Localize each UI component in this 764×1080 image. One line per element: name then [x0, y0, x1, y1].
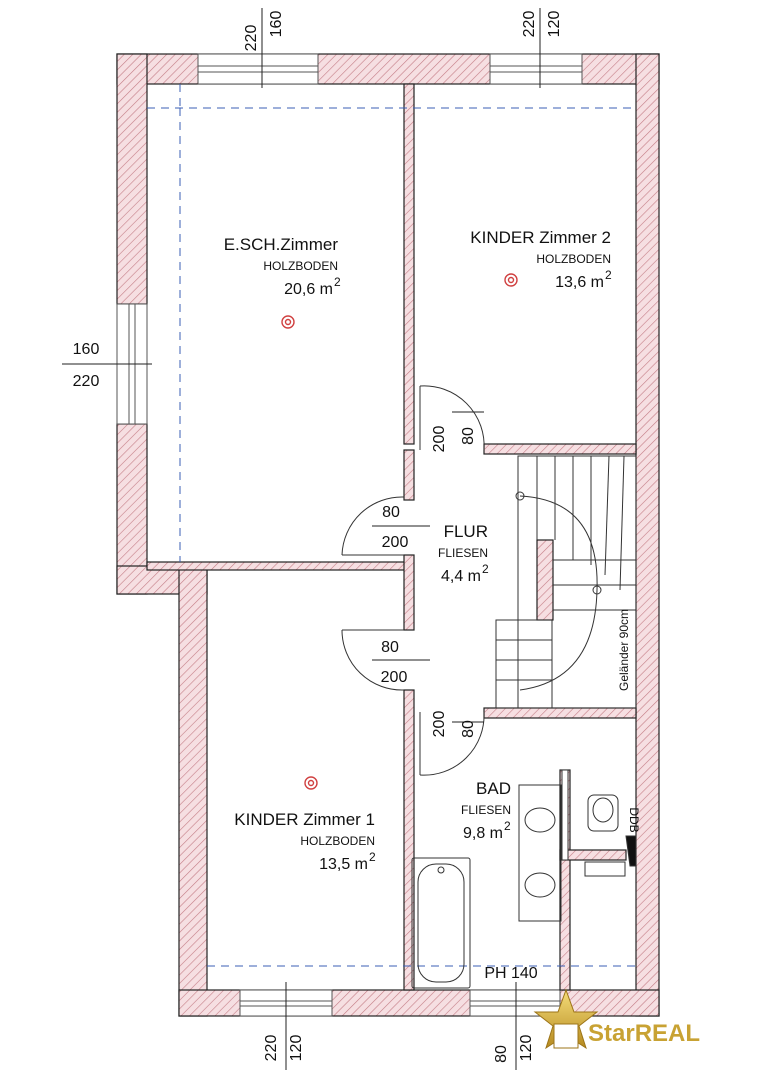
light-kinder2-icon: [504, 273, 518, 287]
room-floor-flur: FLIESEN: [438, 546, 488, 560]
ceiling-lights: [281, 273, 518, 790]
room-area-sup-kinder1: 2: [369, 850, 376, 864]
dim-door-esch-a: 80: [382, 504, 400, 521]
room-area-flur: 4,4 m: [441, 568, 481, 585]
dim-door-bad-a: 200: [431, 711, 448, 738]
dim-door-kinder2-b: 80: [460, 427, 477, 445]
logo-text: StarREAL: [588, 1020, 700, 1047]
dim-top-left-a: 220: [243, 25, 260, 52]
room-area-kinder2: 13,6 m: [555, 274, 604, 291]
room-floor-kinder2: HOLZBODEN: [536, 252, 611, 266]
ddb-label: DDB: [627, 807, 641, 832]
stair-railing-label: Geländer 90cm: [617, 609, 631, 691]
ph-label: PH 140: [484, 965, 537, 982]
dim-door-bad-b: 80: [460, 720, 477, 738]
room-area-sup-bad: 2: [504, 819, 511, 833]
dim-door-kinder1-b: 200: [381, 669, 408, 686]
room-area-esch: 20,6 m: [284, 281, 333, 298]
room-area-sup-kinder2: 2: [605, 268, 612, 282]
starreal-logo: StarREAL: [533, 988, 700, 1050]
dim-door-kinder2-a: 200: [431, 426, 448, 453]
room-name-esch: E.SCH.Zimmer: [224, 235, 339, 254]
room-name-kinder2: KINDER Zimmer 2: [470, 228, 611, 247]
light-esch-icon: [281, 315, 295, 329]
doors: [341, 385, 485, 776]
room-area-kinder1: 13,5 m: [319, 856, 368, 873]
dim-bottom-right-b: 120: [518, 1035, 535, 1062]
room-floor-esch: HOLZBODEN: [263, 259, 338, 273]
room-name-flur: FLUR: [444, 522, 488, 541]
room-name-kinder1: KINDER Zimmer 1: [234, 810, 375, 829]
room-area-bad: 9,8 m: [463, 825, 503, 842]
dim-bottom-left-b: 120: [288, 1035, 305, 1062]
room-area-sup-flur: 2: [482, 562, 489, 576]
room-name-bad: BAD: [476, 779, 511, 798]
dim-door-esch-b: 200: [382, 534, 409, 551]
light-kinder1-icon: [304, 776, 318, 790]
room-floor-bad: FLIESEN: [461, 803, 511, 817]
dim-left-a: 160: [73, 341, 100, 358]
dim-bottom-right-a: 80: [493, 1045, 510, 1063]
dim-top-left-b: 160: [268, 11, 285, 38]
dim-top-right-a: 220: [521, 11, 538, 38]
room-floor-kinder1: HOLZBODEN: [300, 834, 375, 848]
dim-left-b: 220: [73, 373, 100, 390]
dimension-lines: [62, 8, 541, 1070]
dim-bottom-left-a: 220: [263, 1035, 280, 1062]
bathroom-fixtures: [411, 769, 637, 989]
dim-top-right-b: 120: [546, 11, 563, 38]
dashed-lines: [147, 84, 636, 967]
dim-door-kinder1-a: 80: [381, 639, 399, 656]
room-area-sup-esch: 2: [334, 275, 341, 289]
interior-walls: [146, 83, 637, 991]
staircase: [495, 455, 637, 709]
